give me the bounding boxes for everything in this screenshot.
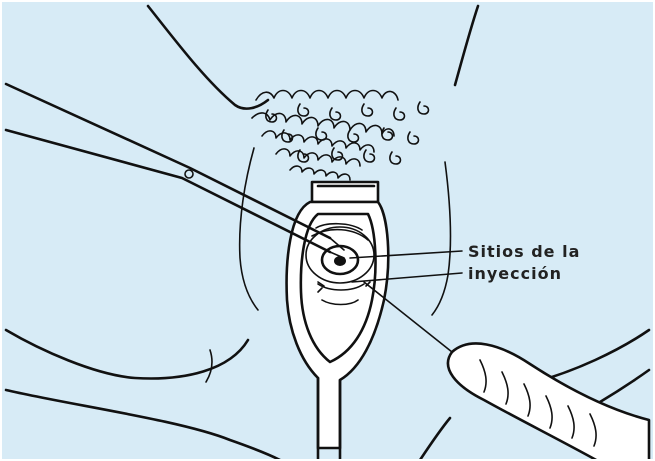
label-line-1: Sitios de la xyxy=(468,241,580,263)
injection-sites-label: Sitios de la inyección xyxy=(468,241,580,285)
label-line-2: inyección xyxy=(468,263,580,285)
